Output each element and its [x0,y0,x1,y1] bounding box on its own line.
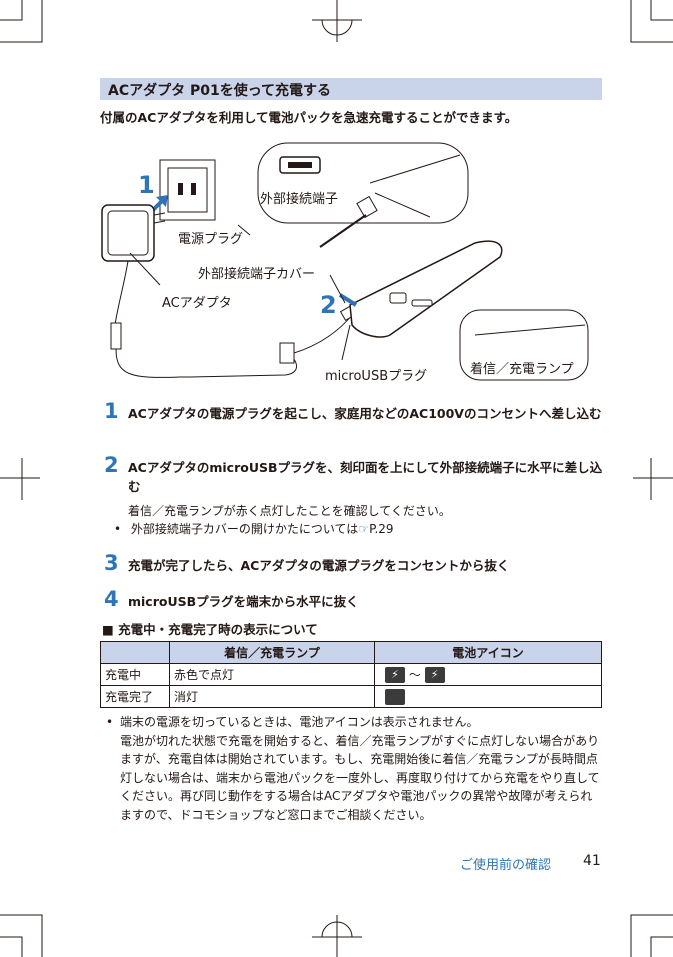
page-number: 41 [583,853,601,869]
table-header-lamp: 着信／充電ランプ [169,641,375,664]
label-lamp: 着信／充電ランプ [470,361,574,377]
bullet-dot: • [114,522,122,536]
tilde: ～ [408,667,421,682]
table-header-row: 着信／充電ランプ 電池アイコン [100,641,602,664]
section-heading-text: ACアダプタ P01を使って充電する [108,83,332,99]
step-3-text: 充電が完了したら、ACアダプタの電源プラグをコンセントから抜く [128,558,510,573]
section-heading: ACアダプタ P01を使って充電する [100,78,602,100]
step2-marker: 2 [320,291,337,319]
step-2-text: ACアダプタのmicroUSBプラグを、刻印面を上にして外部接続端子に水平に差し… [128,460,603,494]
battery-charging-icon: ⚡ [385,667,405,684]
step-3-number: 3 [104,551,119,575]
note-paragraph: 電池が切れた状態で充電を開始すると、着信／充電ランプがすぐに点灯しない場合があり… [120,733,600,822]
table-header-icon: 電池アイコン [374,641,602,664]
table-cell-icon: ⚡ ～ ⚡ [374,663,602,686]
reference-icon: ☞ [358,522,370,536]
charging-illustration: 1 2 外部接続端子 電源プラグ 外部接続端子カバー ACアダプタ microU… [101,142,589,384]
table-cell-icon [374,685,602,708]
bullet-dot: • [106,715,114,729]
note-first-line: 端末の電源を切っているときは、電池アイコンは表示されません。 [120,715,479,729]
step-1-text: ACアダプタの電源プラグを起こし、家庭用などのAC100Vのコンセントへ差し込む [128,406,602,421]
step-2-note: 着信／充電ランプが赤く点灯したことを確認してください。 [128,504,451,518]
subsection-heading: ■ 充電中・充電完了時の表示について [102,622,318,637]
table-cell-state: 充電中 [100,663,170,686]
step-4-number: 4 [104,587,119,611]
table-cell-state: 充電完了 [100,685,170,708]
step-2-bullet-text: 外部接続端子カバーの開けかたについては [130,522,359,536]
step-1-number: 1 [104,399,119,423]
status-table: 着信／充電ランプ 電池アイコン 充電中 赤色で点灯 ⚡ ～ ⚡ 充電完了 消灯 [100,641,602,708]
table-cell-lamp: 赤色で点灯 [169,663,375,686]
note-body: 端末の電源を切っているときは、電池アイコンは表示されません。 電池が切れた状態で… [120,713,602,824]
table-row: 充電中 赤色で点灯 ⚡ ～ ⚡ [100,663,602,686]
battery-charging-full-icon: ⚡ [424,667,445,684]
step1-marker: 1 [138,171,155,199]
battery-full-icon [385,688,405,705]
table-row: 充電完了 消灯 [100,685,602,708]
footer-section-title: ご使用前の確認 [460,858,552,873]
step-2-bullet: • 外部接続端子カバーの開けかたについては☞P.29 [114,520,394,538]
intro-text: 付属のACアダプタを利用して電池パックを急速充電することができます。 [100,110,518,125]
table-cell-lamp: 消灯 [169,685,375,708]
label-power-plug: 電源プラグ [178,232,243,247]
step-2-number: 2 [104,453,119,477]
label-ac-adapter: ACアダプタ [162,296,232,311]
page-reference[interactable]: P.29 [369,522,394,536]
label-connector: 外部接続端子 [260,191,338,207]
label-microusb-plug: microUSBプラグ [325,369,427,384]
table-header-blank [100,641,170,664]
step-4-text: microUSBプラグを端末から水平に抜く [128,594,359,609]
label-connector-cover: 外部接続端子カバー [198,266,315,282]
